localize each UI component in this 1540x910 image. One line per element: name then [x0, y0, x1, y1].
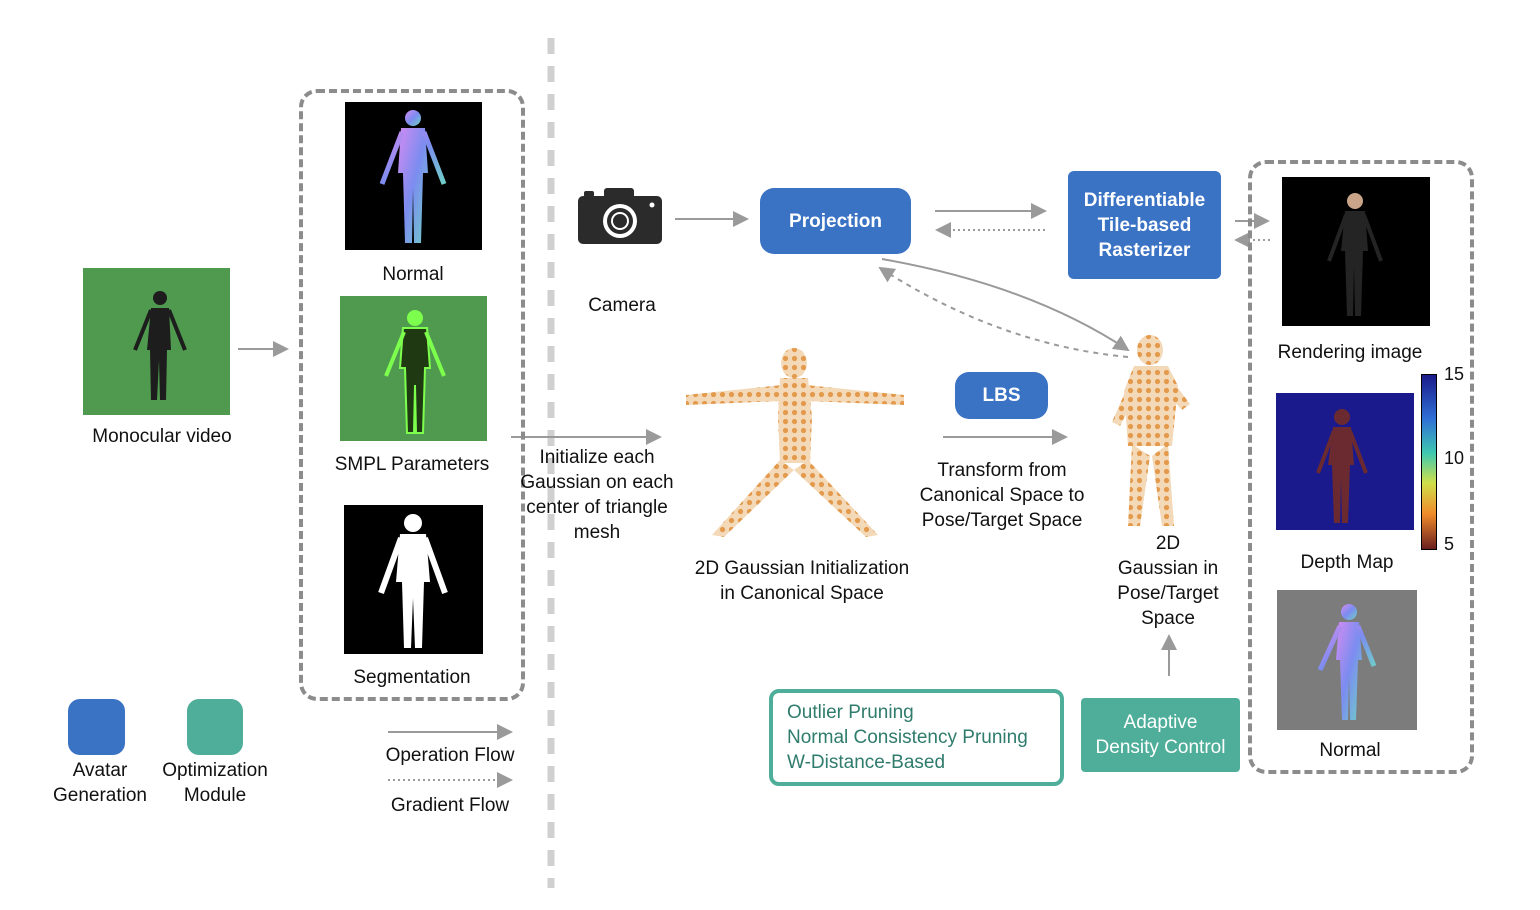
smpl-label: SMPL Parameters — [334, 454, 490, 475]
legend-avatar-swatch — [68, 699, 125, 755]
transform-text-line2: Canonical Space to — [919, 485, 1085, 506]
pruning-line3: W-Distance-Based — [787, 752, 946, 773]
rasterizer-line1: Differentiable — [1083, 189, 1206, 211]
legend-avatar-line1: Avatar — [72, 760, 128, 781]
normal-map-image — [345, 102, 482, 250]
colorbar-tick-15: 15 — [1444, 364, 1465, 384]
posed-gaussian-avatar — [1112, 335, 1190, 526]
rasterizer-line2: Tile-based — [1097, 214, 1192, 236]
lbs-box: LBS — [955, 372, 1048, 419]
adaptive-density-box: Adaptive Density Control — [1081, 698, 1240, 772]
projection-box: Projection — [760, 188, 911, 254]
input-frame — [299, 89, 525, 701]
legend-optimization-line2: Module — [183, 785, 247, 806]
monocular-video-thumbnail — [83, 268, 230, 415]
normal-body-icon — [379, 110, 447, 243]
segmentation-silhouette-icon — [378, 514, 448, 648]
legend-avatar-line2: Generation — [52, 785, 147, 806]
rendering-image — [1282, 177, 1430, 326]
canonical-label-line2: in Canonical Space — [720, 583, 884, 604]
pose-label-line2: Gaussian in — [1117, 558, 1219, 579]
depth-person-icon — [1316, 409, 1368, 523]
monocular-video-label: Monocular video — [92, 426, 232, 447]
segmentation-image — [344, 505, 483, 654]
adaptive-line2: Density Control — [1095, 737, 1226, 758]
depth-map-label: Depth Map — [1300, 552, 1394, 573]
projection-label: Projection — [789, 210, 882, 232]
camera-label: Camera — [588, 295, 656, 316]
transform-text-line3: Pose/Target Space — [921, 510, 1083, 531]
pose-label-line1: 2D — [1155, 533, 1181, 554]
rasterizer-box: Differentiable Tile-based Rasterizer — [1068, 171, 1221, 279]
gradient-pose-to-projection — [878, 266, 1129, 358]
person-figure-icon — [133, 291, 187, 400]
transform-text-line1: Transform from — [937, 460, 1067, 481]
legend-operation-flow-label: Operation Flow — [385, 745, 515, 766]
camera-icon — [578, 188, 662, 244]
normal-label: Normal — [382, 264, 444, 285]
legend-optimization-swatch — [187, 699, 243, 755]
output-normal-person-icon — [1317, 604, 1377, 720]
segmentation-label: Segmentation — [353, 667, 471, 688]
init-text-line1: Initialize each — [539, 447, 655, 468]
depth-map-image — [1276, 393, 1414, 530]
output-normal-image — [1277, 590, 1417, 730]
pose-label-line3: Pose/Target — [1117, 583, 1219, 604]
init-text-line4: mesh — [573, 522, 621, 543]
init-text-line2: Gaussian on each — [520, 472, 674, 493]
rendered-person-icon — [1327, 193, 1383, 316]
smpl-parameters-image — [340, 296, 487, 441]
output-frame — [1248, 160, 1474, 774]
pruning-line1: Outlier Pruning — [787, 702, 914, 723]
canonical-label-line1: 2D Gaussian Initialization — [694, 558, 910, 579]
rasterizer-line3: Rasterizer — [1098, 239, 1191, 261]
depth-colorbar — [1421, 374, 1437, 550]
adaptive-line1: Adaptive — [1123, 712, 1198, 733]
colorbar-tick-5: 5 — [1444, 534, 1455, 554]
pruning-line2: Normal Consistency Pruning — [787, 727, 1028, 748]
lbs-label: LBS — [982, 385, 1021, 406]
smpl-body-icon — [384, 310, 446, 434]
canonical-gaussian-avatar — [686, 348, 904, 537]
output-normal-label: Normal — [1319, 740, 1381, 761]
pruning-box: Outlier Pruning Normal Consistency Pruni… — [769, 689, 1064, 786]
init-text-line3: center of triangle — [526, 497, 668, 518]
pose-label-line4: Space — [1141, 608, 1195, 629]
arrow-projection-to-pose — [881, 258, 1130, 352]
rendering-label: Rendering image — [1277, 342, 1423, 363]
legend-optimization-line1: Optimization — [162, 760, 268, 781]
legend-gradient-flow-label: Gradient Flow — [390, 795, 510, 816]
colorbar-tick-10: 10 — [1444, 448, 1465, 468]
